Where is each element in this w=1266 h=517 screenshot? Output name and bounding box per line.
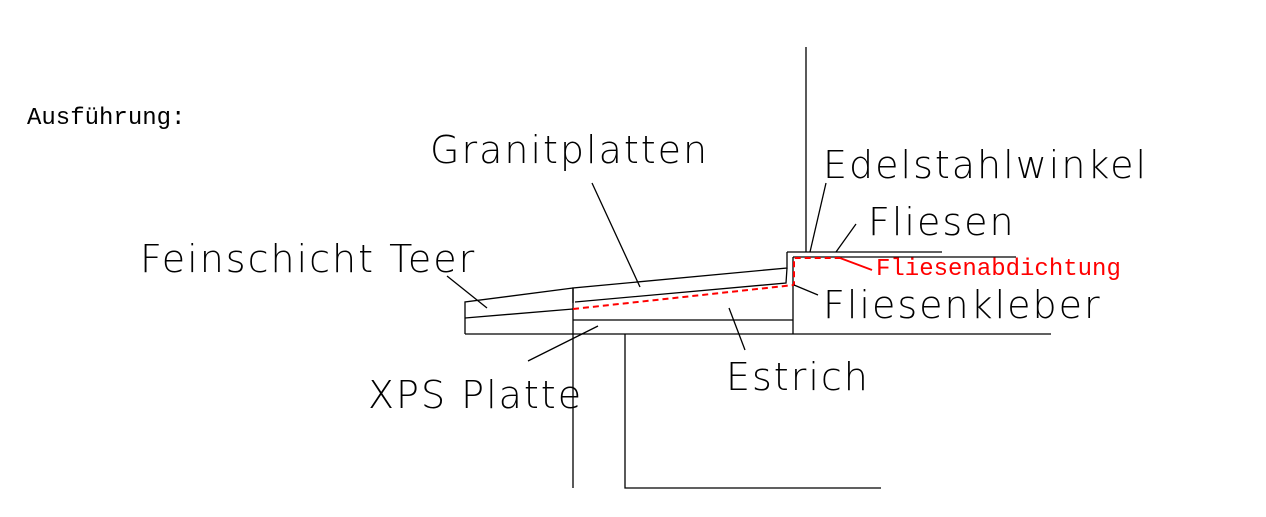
granite-plate-bottom	[574, 267, 788, 303]
label-granitplatten: Granitplatten	[430, 128, 709, 172]
foundation-line	[624, 334, 881, 489]
label-fliesenabdichtung: Fliesenabdichtung	[876, 256, 1121, 283]
granite-plate-top	[572, 252, 788, 303]
leader-edelstahlwinkel	[809, 182, 827, 253]
leader-granitplatten	[591, 182, 641, 288]
heading: Ausführung:	[27, 105, 185, 132]
leader-lines	[446, 182, 873, 362]
label-edelstahlwinkel: Edelstahlwinkel	[823, 143, 1148, 187]
leader-teer	[446, 275, 488, 309]
label-fliesenkleber: Fliesenkleber	[823, 283, 1102, 327]
tar-layer-bottom	[464, 308, 574, 319]
tar-layer-top	[464, 287, 574, 334]
leader-estrich	[728, 307, 746, 351]
label-estrich: Estrich	[726, 355, 870, 399]
leader-xps	[527, 325, 599, 362]
leader-fliesenabdichtung	[839, 257, 873, 271]
label-xps-platte: XPS Platte	[368, 373, 583, 417]
leader-fliesen	[835, 223, 857, 253]
leader-fliesenkleber	[793, 284, 819, 296]
label-feinschicht-teer: Feinschicht Teer	[140, 237, 476, 281]
label-fliesen: Fliesen	[868, 200, 1016, 244]
sealing-line	[572, 257, 840, 310]
